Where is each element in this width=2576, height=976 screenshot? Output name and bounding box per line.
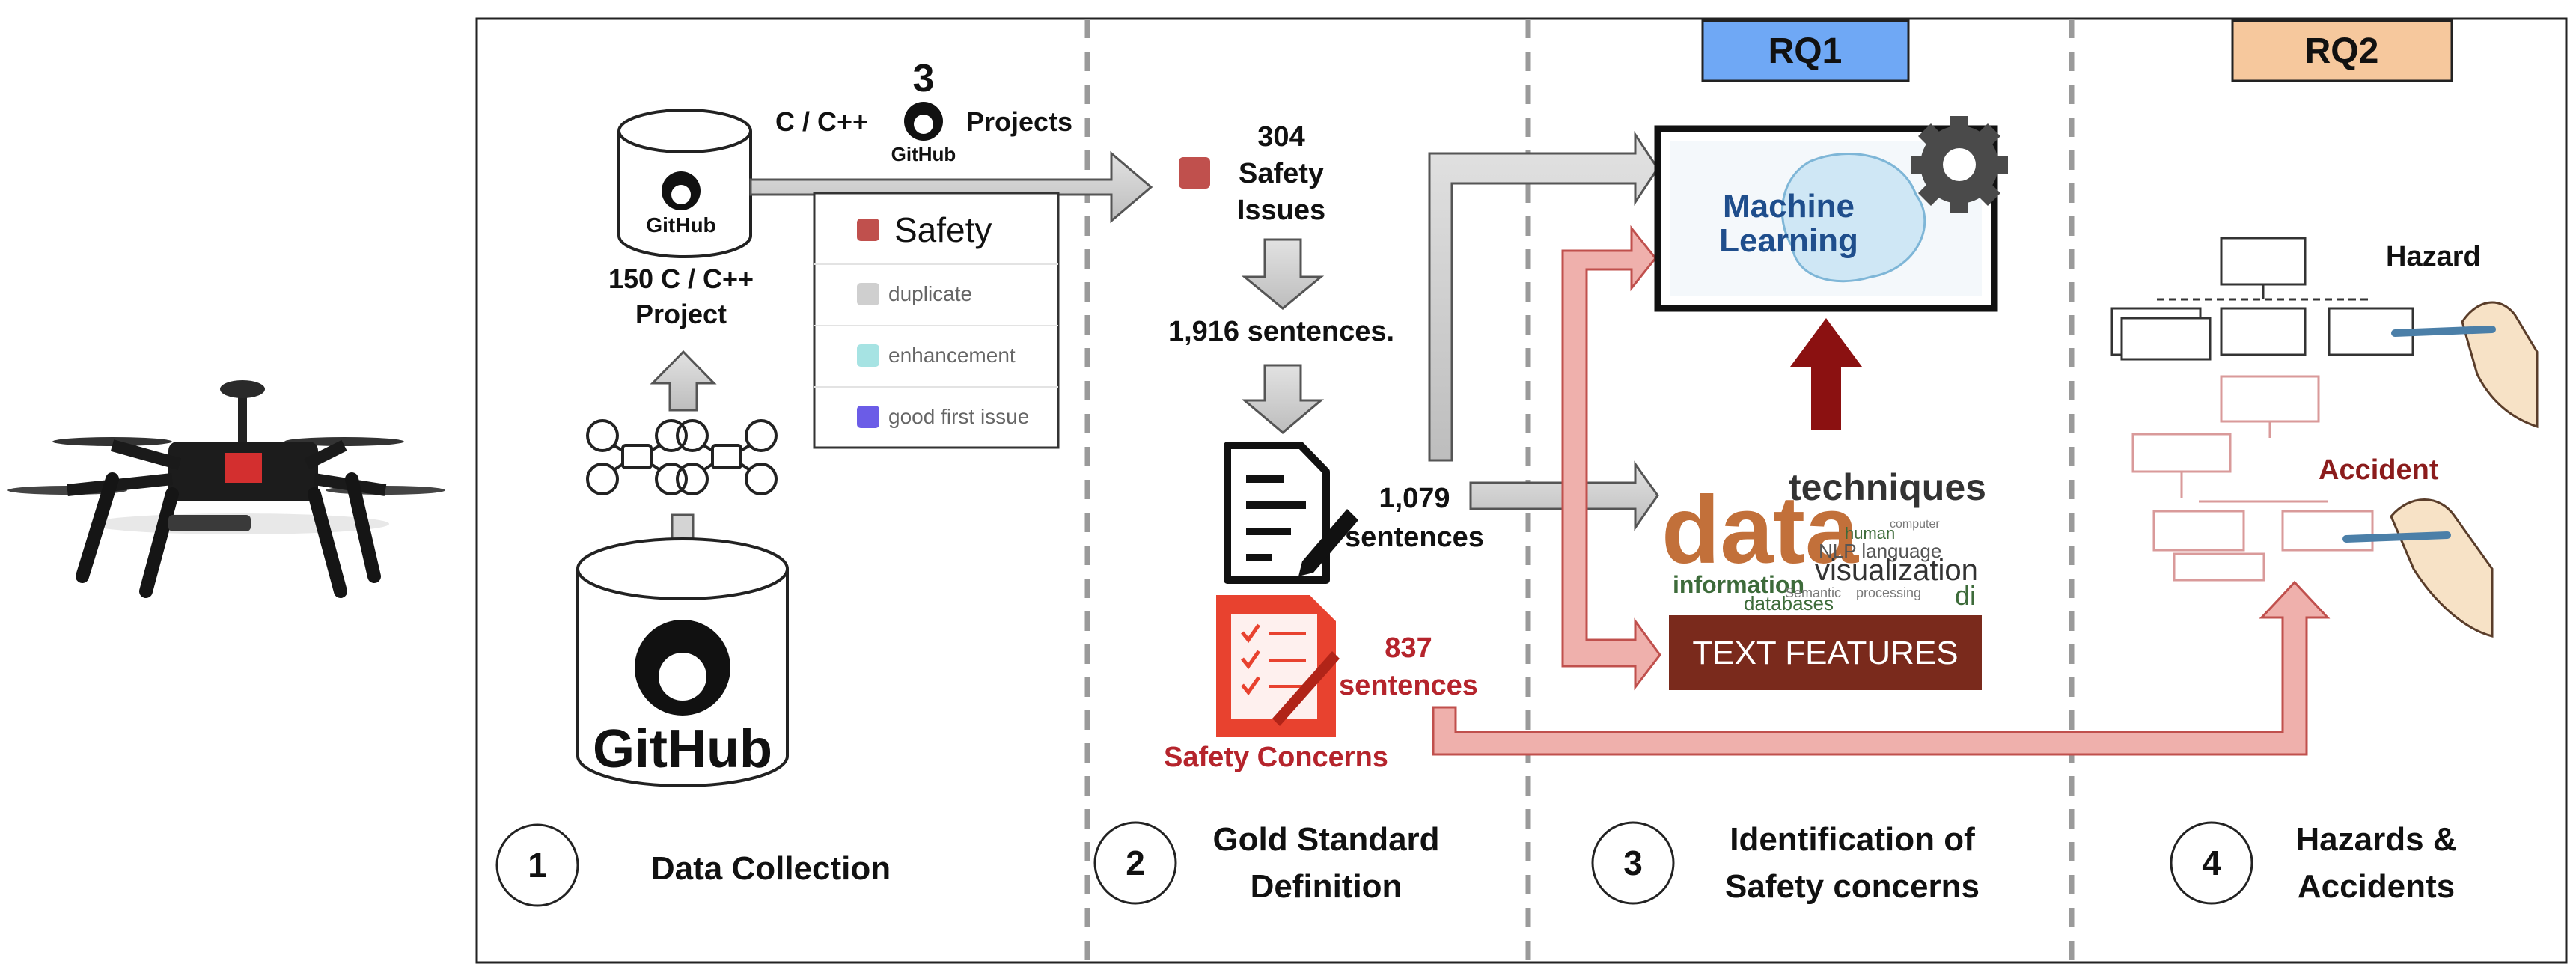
wordcloud-semantic: Semantic xyxy=(1785,585,1841,600)
arrow-features-to-ml xyxy=(1790,318,1862,430)
wordcloud-nlp: NLP language xyxy=(1819,540,1941,562)
machine-learning-panel: Machine Learning xyxy=(1654,116,2008,312)
safety-label-swatch xyxy=(857,219,879,241)
db-label-line1: 150 C / C++ xyxy=(608,263,754,294)
wordcloud-techniques: techniques xyxy=(1789,466,1986,508)
arrow-to-issues xyxy=(749,150,1153,224)
step-4: 4 Hazards & Accidents xyxy=(2170,821,2457,905)
wordcloud-visualization: visualization xyxy=(1815,554,1978,587)
good-first-issue-label-text: good first issue xyxy=(888,405,1029,428)
projects-label: Projects xyxy=(966,106,1072,137)
github-database-large: GitHub xyxy=(576,537,789,787)
step-2-title-line1: Gold Standard xyxy=(1212,821,1439,858)
step-4-title-line1: Hazards & xyxy=(2295,821,2456,858)
hazard-tree xyxy=(2110,237,2414,361)
text-features-box: TEXT FEATURES xyxy=(1669,615,1982,690)
rq1-box: RQ1 xyxy=(1701,19,1910,82)
accident-label: Accident xyxy=(2319,454,2439,486)
github-database-small: GitHub xyxy=(617,109,752,258)
step-4-number: 4 xyxy=(2202,844,2221,882)
text-features-label: TEXT FEATURES xyxy=(1692,635,1958,671)
arrow-red-to-features xyxy=(1561,225,1661,691)
step-4-badge xyxy=(2170,821,2253,905)
step-1: 1 Data Collection xyxy=(495,823,891,907)
word-cloud: data techniques visualization informatio… xyxy=(1661,466,1986,614)
sentences-mid-label: sentences xyxy=(1345,522,1484,553)
rq2-box: RQ2 xyxy=(2231,19,2453,82)
document-pen-icon xyxy=(1224,442,1358,584)
github-small-label: GitHub xyxy=(891,143,956,165)
step-3-title-line2: Safety concerns xyxy=(1725,868,1980,905)
wordcloud-human: human xyxy=(1845,524,1895,543)
sentences-red-count: 837 xyxy=(1385,632,1432,664)
arrow-down-2 xyxy=(1241,364,1325,434)
project-count: 3 xyxy=(913,57,935,100)
lang-label: C / C++ xyxy=(775,106,868,137)
sentences-red-label: sentences xyxy=(1339,670,1478,701)
arrow-red-to-hazards xyxy=(1432,580,2331,756)
labels-panel: Safety duplicate enhancement good first … xyxy=(813,192,1060,449)
ml-line2: Learning xyxy=(1719,222,1858,259)
wordcloud-databases: databases xyxy=(1744,592,1834,614)
step-2-number: 2 xyxy=(1126,844,1145,882)
hand-drawing-icon-2 xyxy=(2342,498,2494,638)
wordcloud-di: di xyxy=(1955,580,1976,611)
duplicate-label-swatch xyxy=(857,283,879,305)
arrow-up-to-db xyxy=(650,350,717,412)
step-2: 2 Gold Standard Definition xyxy=(1093,821,1440,905)
gear-icon xyxy=(1911,116,2008,213)
github-large-label: GitHub xyxy=(593,719,772,779)
issues-count: 304 xyxy=(1257,121,1304,153)
wordcloud-data: data xyxy=(1661,477,1859,584)
hazard-label: Hazard xyxy=(2386,241,2481,272)
step-4-title-line2: Accidents xyxy=(2298,868,2455,905)
db-label-line2: Project xyxy=(635,299,727,329)
sentences-total: 1,916 sentences. xyxy=(1168,316,1394,347)
step-3-number: 3 xyxy=(1623,844,1643,882)
step-2-title-line2: Definition xyxy=(1251,868,1403,905)
enhancement-label-swatch xyxy=(857,344,879,367)
step-3-title-line1: Identification of xyxy=(1730,821,1975,858)
diagram-frame xyxy=(475,17,2568,964)
step-1-title: Data Collection xyxy=(651,850,891,887)
drone-image xyxy=(7,380,445,598)
step-1-number: 1 xyxy=(528,846,547,885)
github-octocat-small-icon xyxy=(904,102,943,141)
rq2-label: RQ2 xyxy=(2305,31,2379,71)
step-3: 3 Identification of Safety concerns xyxy=(1591,821,1980,905)
drone-icons xyxy=(586,419,778,495)
step-3-badge xyxy=(1591,821,1675,905)
safety-label-text: Safety xyxy=(894,210,992,249)
safety-concerns-label: Safety Concerns xyxy=(1164,742,1388,773)
db-github-label: GitHub xyxy=(646,213,715,237)
issues-line2: Issues xyxy=(1237,195,1325,226)
issues-line1: Safety xyxy=(1239,158,1324,189)
wordcloud-computer: computer xyxy=(1890,518,1940,531)
hand-drawing-icon xyxy=(2391,301,2539,429)
ml-line1: Machine xyxy=(1723,188,1855,225)
step-1-badge xyxy=(495,823,579,907)
rq1-label: RQ1 xyxy=(1768,31,1843,71)
safety-issue-swatch xyxy=(1179,157,1210,189)
arrow-to-ml xyxy=(1428,131,1659,462)
good-first-issue-label-swatch xyxy=(857,406,879,428)
wordcloud-information: information xyxy=(1673,571,1804,598)
sentences-mid-count: 1,079 xyxy=(1379,483,1450,514)
duplicate-label-text: duplicate xyxy=(888,282,972,305)
safety-concerns-document-icon xyxy=(1216,595,1340,737)
step-2-badge xyxy=(1093,821,1177,905)
wordcloud-processing: processing xyxy=(1856,585,1921,600)
arrow-down-1 xyxy=(1241,238,1325,310)
accident-tree xyxy=(2131,375,2374,582)
enhancement-label-text: enhancement xyxy=(888,344,1016,367)
